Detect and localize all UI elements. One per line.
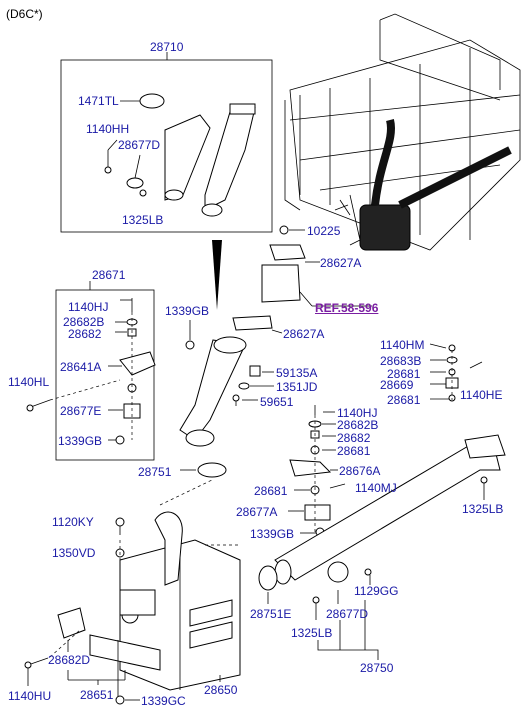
clamp-1471tl-drawing bbox=[139, 93, 165, 109]
part-label-1140hj-mid: 1140HJ bbox=[337, 406, 378, 420]
part-label-1140hm: 1140HM bbox=[380, 338, 425, 352]
part-label-28627a-top: 28627A bbox=[320, 256, 362, 270]
part-label-1325lb-bot: 1325LB bbox=[291, 626, 333, 640]
part-label-1140he: 1140HE bbox=[460, 388, 503, 402]
part-label-28751: 28751 bbox=[138, 465, 172, 479]
down-pipe-drawing bbox=[179, 339, 246, 441]
flange-drawing bbox=[261, 264, 301, 303]
part-label-28710: 28710 bbox=[150, 40, 184, 54]
part-label-1120ky: 1120KY bbox=[52, 515, 94, 529]
part-label-28651: 28651 bbox=[80, 688, 114, 702]
part-label-28683b: 28683B bbox=[380, 354, 422, 368]
part-label-28676a: 28676A bbox=[339, 464, 381, 478]
part-label-1351jd: 1351JD bbox=[276, 380, 318, 394]
flex-pipe-drawing bbox=[204, 107, 256, 211]
part-label-28650: 28650 bbox=[204, 683, 238, 697]
part-label-1350vd: 1350VD bbox=[52, 546, 96, 560]
part-label-28627a-mid: 28627A bbox=[283, 327, 325, 341]
part-label-28751e: 28751E bbox=[250, 607, 292, 621]
group-box-28671 bbox=[55, 289, 155, 461]
part-label-28682b-left: 28682B bbox=[63, 315, 105, 329]
part-label-1129gg: 1129GG bbox=[354, 584, 399, 598]
part-label-28682d: 28682D bbox=[48, 653, 91, 667]
part-label-28682-left: 28682 bbox=[68, 327, 102, 341]
part-label-1339gb-top: 1339GB bbox=[165, 304, 210, 318]
part-label-1471tl: 1471TL bbox=[78, 94, 119, 108]
part-label-28677e: 28677E bbox=[60, 404, 102, 418]
part-label-28641a: 28641A bbox=[60, 360, 102, 374]
part-label-10225: 10225 bbox=[307, 224, 341, 238]
part-label-1325lb-right: 1325LB bbox=[462, 502, 504, 516]
front-pipe-drawing bbox=[164, 114, 211, 201]
part-label-28681-r1: 28681 bbox=[387, 367, 421, 381]
part-label-28677d-top: 28677D bbox=[118, 138, 161, 152]
part-label-1339gc: 1339GC bbox=[141, 694, 186, 708]
part-label-28669: 28669 bbox=[380, 378, 414, 392]
variant-code: (D6C*) bbox=[6, 7, 43, 21]
part-label-28750: 28750 bbox=[360, 661, 394, 675]
part-label-1140hu: 1140HU bbox=[8, 689, 52, 703]
part-label-1339gb-left: 1339GB bbox=[58, 434, 103, 448]
part-label-28681-r2: 28681 bbox=[387, 393, 421, 407]
part-label-28681-low: 28681 bbox=[254, 484, 288, 498]
group-box-28710 bbox=[60, 59, 273, 233]
part-label-28677d-bot: 28677D bbox=[326, 607, 369, 621]
part-label-1140hl: 1140HL bbox=[8, 375, 50, 389]
part-label-1339gb-mid: 1339GB bbox=[250, 527, 295, 541]
part-label-28682b-mid: 28682B bbox=[337, 418, 379, 432]
part-label-1140hh: 1140HH bbox=[86, 122, 130, 136]
part-label-28681-mid: 28681 bbox=[337, 444, 371, 458]
part-label-28677a: 28677A bbox=[236, 505, 278, 519]
part-label-28682-mid: 28682 bbox=[337, 431, 371, 445]
part-label-59135a: 59135A bbox=[276, 366, 318, 380]
part-label-1140hj-left: 1140HJ bbox=[68, 300, 109, 314]
part-label-59651: 59651 bbox=[260, 395, 294, 409]
part-label-28671: 28671 bbox=[92, 268, 126, 282]
vehicle-frame-drawing bbox=[284, 13, 521, 251]
part-label-1325lb-top: 1325LB bbox=[122, 213, 164, 227]
part-label-1140mj: 1140MJ bbox=[355, 481, 397, 495]
reference-link[interactable]: REF.58-596 bbox=[315, 301, 379, 315]
callout-arrow bbox=[212, 240, 222, 310]
